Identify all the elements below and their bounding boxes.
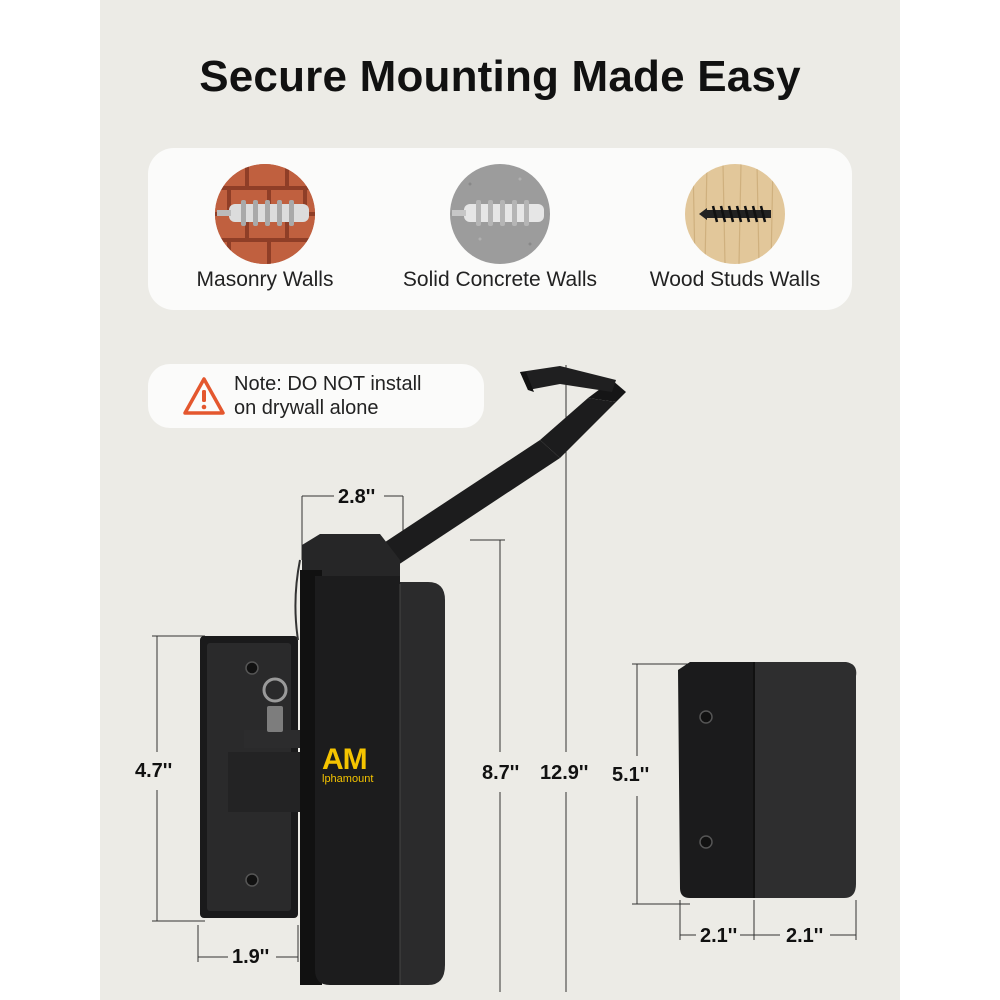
dim-plate-width: 1.9'': [232, 946, 270, 968]
wall-type-concrete: Solid Concrete Walls: [383, 148, 617, 310]
wall-type-wood: Wood Studs Walls: [618, 148, 852, 310]
note-text: Note: DO NOT install on drywall alone: [234, 372, 474, 420]
wall-type-masonry: Masonry Walls: [148, 148, 382, 310]
svg-text:AM: AM: [322, 743, 367, 776]
dim-top-width: 2.8'': [338, 486, 376, 508]
wood-screw-icon: [685, 164, 785, 264]
l-bracket: [678, 662, 857, 898]
page-title: Secure Mounting Made Easy: [199, 52, 801, 101]
wall-types-card: Masonry Walls: [148, 148, 852, 310]
dim-body-height: 8.7'': [482, 762, 520, 784]
dim-plate-height: 4.7'': [135, 760, 173, 782]
dim-bracket-width-right: 2.1'': [786, 925, 824, 947]
brand-logo-text: lphamount: [322, 773, 373, 785]
note-line-2: on drywall alone: [234, 397, 379, 419]
warning-triangle-icon: [182, 376, 226, 416]
main-body: [294, 534, 445, 985]
drywall-warning-note: Note: DO NOT install on drywall alone: [148, 364, 484, 428]
note-line-1: Note: DO NOT install: [234, 373, 422, 395]
dim-bracket-width-left: 2.1'': [700, 925, 738, 947]
wall-label-masonry: Masonry Walls: [196, 268, 334, 291]
hook-arm: [376, 366, 626, 565]
wall-plate: [200, 636, 306, 918]
brand-logo: AM lphamount: [322, 743, 373, 785]
concrete-anchor-icon: [450, 164, 550, 264]
dim-bracket-height: 5.1'': [612, 764, 650, 786]
wall-label-concrete: Solid Concrete Walls: [402, 268, 598, 291]
wall-label-wood: Wood Studs Walls: [649, 268, 821, 291]
dim-total-height: 12.9'': [540, 762, 589, 784]
masonry-anchor-icon: [215, 164, 315, 264]
